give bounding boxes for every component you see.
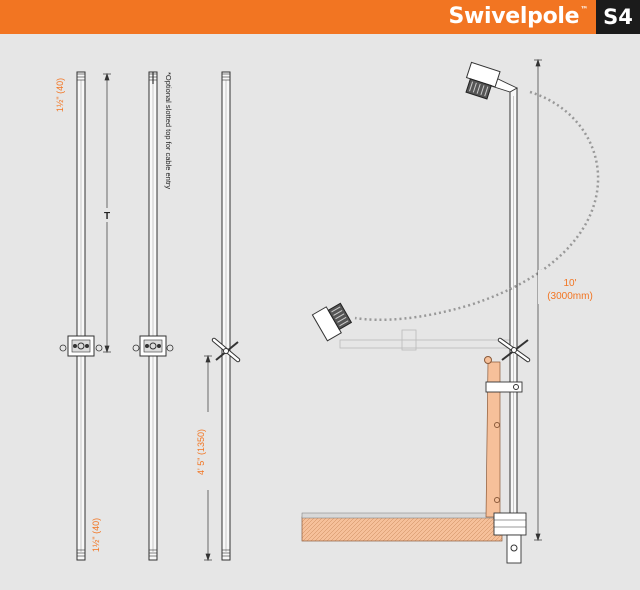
thread-top — [149, 73, 157, 81]
pole-3-drawing: 4' 5" (1350) — [194, 71, 241, 562]
slotted-top-note: *Optional slotted top for cable entry — [164, 72, 173, 189]
thread-top — [77, 73, 85, 81]
luminaire-raised — [465, 61, 501, 100]
lower-height-label: 4' 5" (1350) — [196, 429, 206, 475]
brand-name: Swivelpole — [448, 4, 580, 29]
thread-bottom — [77, 549, 85, 557]
total-height-ft-label: 10' — [563, 278, 576, 289]
ground-slab — [301, 516, 503, 542]
lowered-pole-ghost — [339, 329, 511, 351]
swivel-bracket-side — [211, 337, 241, 363]
dimension-t-label: T — [104, 211, 110, 222]
total-height-mm-label: (3000mm) — [547, 291, 593, 302]
luminaire-lowered — [311, 302, 353, 342]
brand-logo: Swivelpole™ — [448, 3, 588, 31]
lower-clamp — [485, 381, 523, 393]
pole-2-drawing: *Optional slotted top for cable entry — [132, 71, 174, 561]
trademark-mark: ™ — [580, 5, 588, 14]
installation-drawing: 10' (3000mm) — [301, 58, 606, 564]
header-bar: Swivelpole™ S4 — [0, 0, 640, 34]
bottom-diameter-label: 1½" (40) — [91, 518, 101, 552]
pole-1-drawing: T 1½" (40) 1½" (40) — [55, 71, 113, 561]
thread-bottom — [149, 549, 157, 557]
base-plate — [493, 512, 527, 564]
swivel-bracket — [59, 335, 103, 357]
product-code: S4 — [596, 0, 640, 34]
top-diameter-label: 1½" (40) — [55, 78, 65, 112]
swivel-bracket — [132, 335, 174, 357]
installed-swivel-bracket — [497, 337, 531, 363]
thread-bottom — [222, 549, 230, 557]
thread-top — [222, 73, 230, 81]
technical-drawing: T 1½" (40) 1½" (40) *Optional slotted to… — [55, 58, 606, 564]
